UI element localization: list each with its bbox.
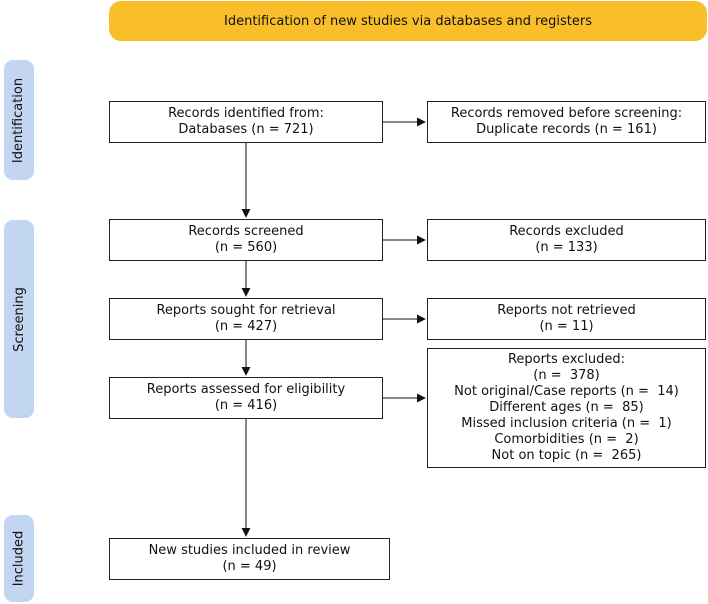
reports-excluded-line: (n = 378) xyxy=(533,368,600,383)
records-removed-box: Records removed before screening: Duplic… xyxy=(427,101,706,143)
reports-not-retrieved-line1: Reports not retrieved xyxy=(497,303,636,318)
studies-included-box: New studies included in review (n = 49) xyxy=(109,538,390,580)
records-excluded-line2: (n = 133) xyxy=(535,240,598,255)
reports-not-retrieved-line2: (n = 11) xyxy=(539,319,594,334)
reports-excluded-line: Not original/Case reports (n = 14) xyxy=(454,384,679,399)
records-screened-box: Records screened (n = 560) xyxy=(109,219,383,261)
reports-assessed-line2: (n = 416) xyxy=(214,398,278,413)
records-screened-line2: (n = 560) xyxy=(214,240,278,255)
reports-assessed-line1: Reports assessed for eligibility xyxy=(146,382,346,397)
studies-included-line2: (n = 49) xyxy=(222,559,277,574)
reports-excluded-line: Reports excluded: xyxy=(507,352,626,367)
reports-sought-line2: (n = 427) xyxy=(214,319,278,334)
phase-identification: Identification xyxy=(4,60,34,180)
reports-excluded-line: Not on topic (n = 265) xyxy=(491,448,642,463)
records-identified-line2: Databases (n = 721) xyxy=(178,122,314,137)
reports-excluded-line: Comorbidities (n = 2) xyxy=(494,432,639,447)
reports-sought-line1: Reports sought for retrieval xyxy=(156,303,336,318)
records-identified-box: Records identified from: Databases (n = … xyxy=(109,101,383,143)
flow-header-title: Identification of new studies via databa… xyxy=(224,13,592,29)
reports-excluded-line: Missed inclusion criteria (n = 1) xyxy=(461,416,672,431)
records-screened-line1: Records screened xyxy=(188,224,304,239)
reports-sought-box: Reports sought for retrieval (n = 427) xyxy=(109,298,383,340)
records-excluded-line1: Records excluded xyxy=(509,224,624,239)
flow-header: Identification of new studies via databa… xyxy=(109,1,707,41)
records-excluded-box: Records excluded (n = 133) xyxy=(427,219,706,261)
studies-included-line1: New studies included in review xyxy=(148,543,351,558)
records-removed-line1: Records removed before screening: xyxy=(450,106,683,121)
reports-excluded-box: Reports excluded: (n = 378) Not original… xyxy=(427,348,706,468)
reports-excluded-line: Different ages (n = 85) xyxy=(489,400,644,415)
phase-included: Included xyxy=(4,515,34,602)
records-identified-line1: Records identified from: xyxy=(168,106,324,121)
reports-not-retrieved-box: Reports not retrieved (n = 11) xyxy=(427,298,706,340)
phase-screening: Screening xyxy=(4,220,34,418)
records-removed-line2: Duplicate records (n = 161) xyxy=(476,122,657,137)
reports-assessed-box: Reports assessed for eligibility (n = 41… xyxy=(109,377,383,419)
